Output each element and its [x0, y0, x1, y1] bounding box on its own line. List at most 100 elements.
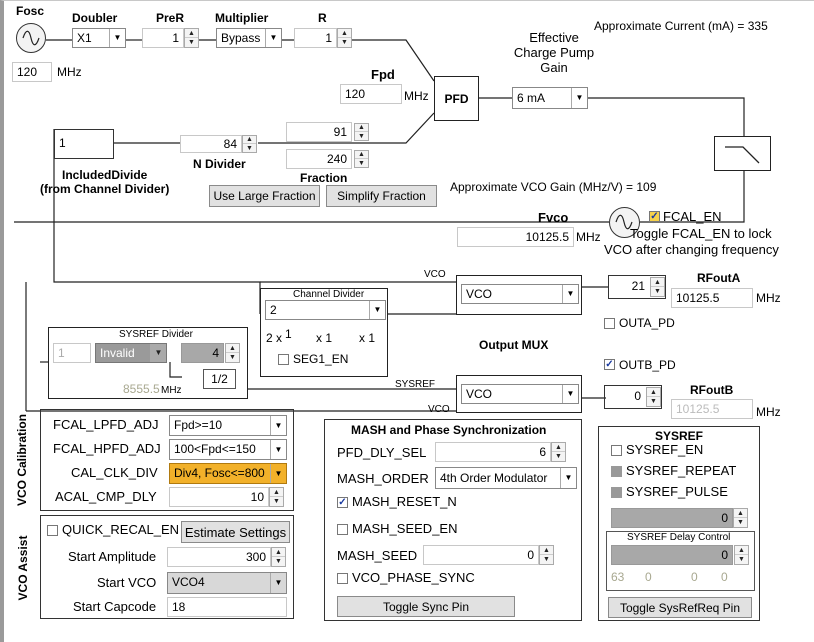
prer-stepper[interactable]: ▲▼: [184, 28, 199, 48]
down-arrow-icon[interactable]: ▼: [555, 453, 562, 460]
chevron-down-icon: ▼: [270, 464, 286, 483]
sysref-mode-value: Invalid: [100, 346, 135, 360]
start-amplitude-input[interactable]: 300: [167, 547, 271, 567]
mash-seed-en-checkbox[interactable]: [337, 524, 348, 535]
rfoutb-power-input[interactable]: 0: [606, 387, 645, 407]
acal-cmp-dly-input[interactable]: 10: [169, 487, 269, 507]
numerator-stepper[interactable]: ▲▼: [354, 123, 369, 141]
mux-a-dropdown[interactable]: VCO▼: [461, 284, 579, 304]
up-arrow-icon[interactable]: ▲: [185, 29, 198, 38]
mash-order-dropdown[interactable]: 4th Order Modulator▼: [435, 467, 577, 489]
sysref-repeat-checkbox[interactable]: [611, 466, 622, 477]
mash-seed-input[interactable]: 0: [423, 545, 539, 565]
up-arrow-icon[interactable]: ▲: [272, 548, 285, 557]
up-arrow-icon[interactable]: ▲: [734, 509, 747, 518]
down-arrow-icon[interactable]: ▼: [358, 132, 365, 140]
up-arrow-icon[interactable]: ▲: [540, 546, 553, 555]
up-arrow-icon[interactable]: ▲: [338, 29, 351, 38]
start-capcode-input[interactable]: 18: [167, 597, 287, 617]
down-arrow-icon[interactable]: ▼: [737, 519, 744, 526]
down-arrow-icon[interactable]: ▼: [650, 398, 657, 405]
use-large-fraction-button[interactable]: Use Large Fraction: [209, 185, 320, 207]
down-arrow-icon[interactable]: ▼: [188, 39, 195, 46]
toggle-sync-pin-button[interactable]: Toggle Sync Pin: [337, 596, 515, 617]
up-arrow-icon[interactable]: ▲: [651, 278, 664, 287]
prer-input[interactable]: 1: [142, 28, 184, 48]
fvco-value: 10125.5: [457, 227, 574, 247]
sysref-pulse-label: SYSREF_PULSE: [626, 484, 728, 499]
channel-divider-dropdown[interactable]: 2▼: [265, 300, 386, 320]
multiplier-dropdown[interactable]: Bypass▼: [216, 28, 282, 48]
charge-pump-dropdown[interactable]: 6 mA▼: [512, 87, 588, 109]
start-vco-dropdown[interactable]: VCO4▼: [167, 572, 287, 594]
fcal-lpfd-value: Fpd>=10: [174, 418, 223, 432]
sysref-repeat-label: SYSREF_REPEAT: [626, 463, 737, 478]
rfouta-power-stepper[interactable]: ▲▼: [650, 277, 665, 297]
mash-reset-n-checkbox[interactable]: ✓: [337, 497, 348, 508]
sysref-delay-input[interactable]: 0: [611, 545, 733, 565]
sysref-freq-value: 8555.5: [123, 382, 160, 396]
fcal-hpfd-dropdown[interactable]: 100<Fpd<=150▼: [169, 439, 287, 460]
pfd-dly-sel-input[interactable]: 6: [435, 442, 551, 462]
mash-order-value: 4th Order Modulator: [440, 471, 548, 485]
fcal-en-checkbox[interactable]: ✓: [649, 211, 660, 222]
up-arrow-icon[interactable]: ▲: [355, 124, 368, 132]
sysref-div-stepper[interactable]: ▲▼: [225, 343, 240, 363]
down-arrow-icon[interactable]: ▼: [341, 39, 348, 46]
mux-b-dropdown[interactable]: VCO▼: [461, 384, 579, 404]
up-arrow-icon[interactable]: ▲: [647, 388, 660, 397]
sysref-pulse-count-input[interactable]: 0: [611, 508, 733, 528]
fraction-denominator-input[interactable]: 240: [286, 149, 352, 169]
start-amplitude-stepper[interactable]: ▲▼: [271, 547, 286, 567]
up-arrow-icon[interactable]: ▲: [735, 546, 748, 555]
n-divider-label: N Divider: [193, 157, 246, 171]
sysref-pulse-count-stepper[interactable]: ▲▼: [733, 508, 748, 528]
mash-seed-stepper[interactable]: ▲▼: [539, 545, 554, 565]
acal-cmp-dly-stepper[interactable]: ▲▼: [269, 487, 284, 507]
down-arrow-icon[interactable]: ▼: [543, 556, 550, 563]
up-arrow-icon[interactable]: ▲: [270, 488, 283, 497]
rfoutb-power-stepper[interactable]: ▲▼: [646, 387, 661, 407]
down-arrow-icon[interactable]: ▼: [246, 144, 253, 152]
down-arrow-icon[interactable]: ▼: [273, 498, 280, 505]
sysref-mode-dropdown[interactable]: Invalid▼: [95, 343, 167, 363]
down-arrow-icon[interactable]: ▼: [738, 556, 745, 563]
up-arrow-icon[interactable]: ▲: [355, 151, 368, 159]
denominator-stepper[interactable]: ▲▼: [354, 150, 369, 168]
down-arrow-icon[interactable]: ▼: [654, 288, 661, 295]
down-arrow-icon[interactable]: ▼: [229, 354, 236, 361]
up-arrow-icon[interactable]: ▲: [243, 136, 256, 144]
sysref-divider-title: SYSREF Divider: [119, 329, 193, 340]
down-arrow-icon[interactable]: ▼: [275, 558, 282, 565]
estimate-settings-button[interactable]: Estimate Settings: [181, 521, 290, 543]
down-arrow-icon[interactable]: ▼: [358, 159, 365, 167]
toggle-sysrefreq-pin-button[interactable]: Toggle SysRefReq Pin: [608, 597, 752, 618]
sysref-pulse-checkbox[interactable]: [611, 487, 622, 498]
outb-pd-checkbox[interactable]: ✓: [604, 359, 615, 370]
fcal-lpfd-dropdown[interactable]: Fpd>=10▼: [169, 415, 287, 436]
start-capcode-label: Start Capcode: [73, 599, 157, 614]
rfouta-power-input[interactable]: 21: [610, 277, 649, 297]
r-input[interactable]: 1: [294, 28, 337, 48]
n-divider-input[interactable]: 84: [180, 135, 242, 153]
sysref-half-button[interactable]: 1/2: [203, 369, 236, 389]
doubler-dropdown[interactable]: X1▼: [72, 28, 126, 48]
up-arrow-icon[interactable]: ▲: [552, 443, 565, 452]
r-stepper[interactable]: ▲▼: [337, 28, 352, 48]
seg1-en-checkbox[interactable]: [278, 354, 289, 365]
sysref-en-checkbox[interactable]: [611, 445, 622, 456]
fosc-input[interactable]: 120: [12, 62, 52, 82]
sysref-prediv-input[interactable]: 1: [53, 343, 91, 363]
fraction-numerator-input[interactable]: 91: [286, 122, 352, 142]
up-arrow-icon[interactable]: ▲: [226, 344, 239, 353]
vco-phase-sync-checkbox[interactable]: [337, 573, 348, 584]
sysref-div-input[interactable]: 4: [181, 343, 224, 363]
sysref-divider-panel: SYSREF Divider 1 Invalid▼ 4 ▲▼ 8555.5 MH…: [48, 327, 248, 399]
cal-clk-div-dropdown[interactable]: Div4, Fosc<=800▼: [169, 463, 287, 484]
quick-recal-en-checkbox[interactable]: [47, 525, 58, 536]
outa-pd-checkbox[interactable]: [604, 318, 615, 329]
simplify-fraction-button[interactable]: Simplify Fraction: [326, 185, 437, 207]
sysref-delay-stepper[interactable]: ▲▼: [734, 545, 749, 565]
n-divider-stepper[interactable]: ▲▼: [242, 135, 257, 153]
pfd-dly-sel-stepper[interactable]: ▲▼: [551, 442, 566, 462]
